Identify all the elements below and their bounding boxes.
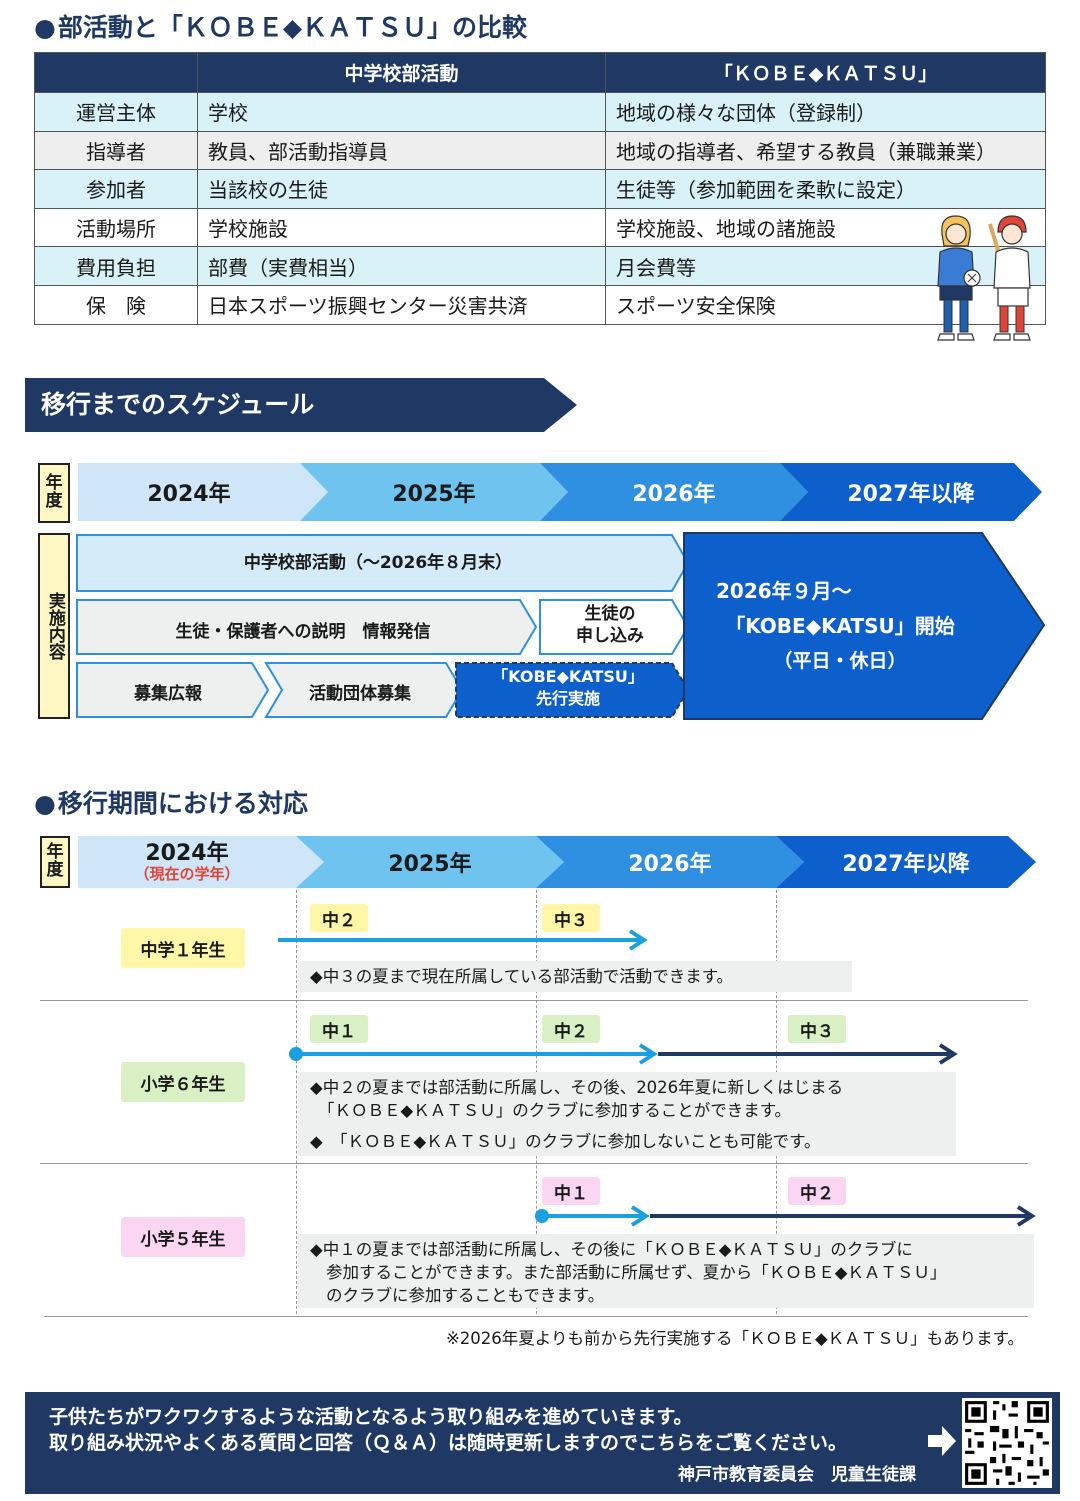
row-school: 学校施設 xyxy=(197,207,606,248)
year-2025-chevron: 2025年 xyxy=(300,463,568,521)
footer-line-1: 子供たちがワクワクするような活動となるよう取り組みを進めていきます。 xyxy=(49,1406,693,1428)
row-school: 教員、部活動指導員 xyxy=(197,130,606,171)
footer-banner: 子供たちがワクワクするような活動となるよう取り組みを進めていきます。 取り組み状… xyxy=(25,1392,1060,1494)
school-club-arrow xyxy=(76,534,690,592)
recruit-arrow xyxy=(264,662,464,718)
divider-2025 xyxy=(296,890,297,1314)
row-school: 部費（実費相当） xyxy=(197,246,606,286)
bullet-icon: ● xyxy=(34,789,56,818)
student-soccer-icon xyxy=(937,215,981,341)
grade-jh1-label: 中学１年生 xyxy=(121,928,245,968)
transition-title: ●移行期間における対応 xyxy=(34,789,308,818)
table-header-row: 中学校部活動 「ＫＯＢＥ◆ＫＡＴＳＵ」 xyxy=(34,52,1046,93)
schedule-arrows xyxy=(76,532,1046,720)
row-item: 運営主体 xyxy=(34,92,198,132)
tag-jh2: 中２ xyxy=(788,1177,846,1205)
footnote: ※2026年夏よりも前から先行実施する「ＫＯＢＥ◆ＫＡＴＳＵ」もあります。 xyxy=(445,1329,1024,1348)
explain-arrow xyxy=(76,599,538,655)
apply-arrow xyxy=(539,599,690,655)
qr-code-icon[interactable] xyxy=(962,1398,1052,1488)
t-year-2027-chevron: 2027年以降 xyxy=(776,836,1036,888)
footer-line-2: 取り組み状況やよくある質問と回答（Ｑ＆Ａ）は随時更新しますのでこちらをご覧くださ… xyxy=(49,1432,848,1454)
right-arrow-icon xyxy=(928,1426,956,1456)
implementation-label: 実施内容 xyxy=(38,533,70,719)
student-baseball-icon xyxy=(988,215,1031,341)
ad-text: 募集広報 xyxy=(134,684,202,704)
tag-jh2: 中２ xyxy=(310,904,368,932)
explain-text: 生徒・保護者への説明 情報発信 xyxy=(175,622,431,642)
row-separator xyxy=(40,1163,1028,1164)
tag-jh1: 中１ xyxy=(542,1177,600,1205)
start-text: 2026年９月～ 「KOBE◆KATSU」開始 （平日・休日） xyxy=(716,579,955,672)
header-blank xyxy=(34,52,198,93)
row-school: 当該校の生徒 xyxy=(197,169,606,209)
year-label: 年度 xyxy=(38,463,70,523)
row-school: 日本スポーツ振興センター災害共済 xyxy=(197,284,606,325)
grade-jh1-arrow xyxy=(278,929,648,951)
table-row: 運営主体 学校 地域の様々な団体（登録制） xyxy=(34,92,1046,132)
schedule-banner: 移行までのスケジュール xyxy=(25,378,577,432)
students-illustration xyxy=(937,215,1031,341)
tag-jh2: 中２ xyxy=(542,1015,600,1043)
header-school-club: 中学校部活動 xyxy=(197,52,606,93)
row-kobe: 生徒等（参加範囲を柔軟に設定） xyxy=(605,169,1046,209)
start-arrow xyxy=(683,532,1046,720)
t-year-2024-chevron: 2024年 （現在の学年） xyxy=(78,836,324,888)
apply-text: 生徒の 申し込み xyxy=(576,604,644,646)
comparison-title: ●部活動と「ＫＯＢＥ◆ＫＡＴＳＵ」の比較 xyxy=(34,13,528,42)
row-item: 費用負担 xyxy=(34,246,198,286)
row-school: 学校 xyxy=(197,92,606,132)
bullet-icon: ● xyxy=(34,13,56,42)
footer-organization: 神戸市教育委員会 児童生徒課 xyxy=(678,1465,916,1485)
t-year-2026-chevron: 2026年 xyxy=(536,836,804,888)
grade-e5-note: ◆中１の夏までは部活動に所属し、その後に「ＫＯＢＥ◆ＫＡＴＳＵ」のクラブに 参加… xyxy=(298,1234,1034,1308)
pilot-text: 「KOBE◆KATSU」 先行実施 xyxy=(492,667,644,708)
grade-e5-label: 小学５年生 xyxy=(121,1217,245,1257)
grade-e6-label: 小学６年生 xyxy=(121,1062,245,1102)
table-row: 指導者 教員、部活動指導員 地域の指導者、希望する教員（兼職兼業） xyxy=(34,130,1046,171)
row-kobe: 地域の様々な団体（登録制） xyxy=(605,92,1046,132)
tag-jh3: 中３ xyxy=(788,1015,846,1043)
grade-e6-arrow xyxy=(289,1043,958,1065)
table-row: 保 険 日本スポーツ振興センター災害共済 スポーツ安全保険 xyxy=(34,284,1046,325)
comparison-table: 中学校部活動 「ＫＯＢＥ◆ＫＡＴＳＵ」 運営主体 学校 地域の様々な団体（登録制… xyxy=(34,52,1046,325)
table-row: 参加者 当該校の生徒 生徒等（参加範囲を柔軟に設定） xyxy=(34,169,1046,209)
year-2027-chevron: 2027年以降 xyxy=(780,463,1042,521)
row-kobe: 学校施設、地域の諸施設 xyxy=(605,207,1046,248)
header-kobe-katsu: 「ＫＯＢＥ◆ＫＡＴＳＵ」 xyxy=(605,52,1046,93)
row-item: 保 険 xyxy=(34,284,198,325)
recruit-text: 活動団体募集 xyxy=(309,684,411,704)
tag-jh1: 中１ xyxy=(310,1015,368,1043)
table-row: 活動場所 学校施設 学校施設、地域の諸施設 xyxy=(34,207,1046,248)
grade-e6-note: ◆中２の夏までは部活動に所属し、その後、2026年夏に新しくはじまる 「ＫＯＢＥ… xyxy=(298,1072,956,1156)
ad-arrow xyxy=(76,662,270,718)
grade-e5-arrow xyxy=(535,1205,1036,1227)
pilot-arrow xyxy=(455,662,690,718)
row-kobe: 地域の指導者、希望する教員（兼職兼業） xyxy=(605,130,1046,171)
school-club-text: 中学校部活動（～2026年８月末） xyxy=(243,553,513,573)
row-separator xyxy=(44,1316,1028,1317)
transition-year-label: 年度 xyxy=(40,836,70,888)
table-row: 費用負担 部費（実費相当） 月会費等 xyxy=(34,246,1046,286)
row-separator xyxy=(40,1000,1028,1001)
grade-jh1-note: ◆中３の夏まで現在所属している部活動で活動できます。 xyxy=(298,961,852,992)
row-item: 指導者 xyxy=(34,130,198,171)
row-item: 活動場所 xyxy=(34,207,198,248)
tag-jh3: 中３ xyxy=(542,904,600,932)
t-year-2025-chevron: 2025年 xyxy=(296,836,564,888)
row-item: 参加者 xyxy=(34,169,198,209)
year-2024-chevron: 2024年 xyxy=(78,463,328,521)
year-2026-chevron: 2026年 xyxy=(540,463,808,521)
